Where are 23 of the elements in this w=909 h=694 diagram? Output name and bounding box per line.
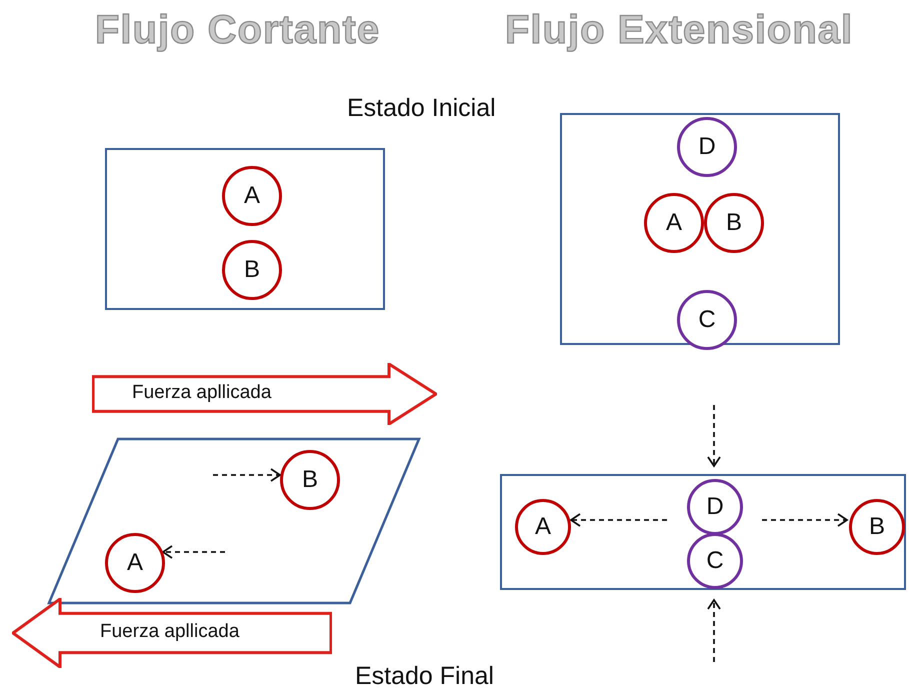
force-arrow — [92, 363, 437, 425]
particle-circle: C — [677, 290, 737, 350]
particle-circle: D — [687, 479, 743, 535]
flow-rectangle — [105, 148, 385, 310]
state-label: Estado Inicial — [347, 94, 496, 123]
particle-circle: A — [644, 193, 704, 253]
particle-circle: C — [687, 533, 743, 589]
particle-circle: B — [704, 193, 764, 253]
heading: Flujo Cortante — [95, 8, 380, 53]
force-arrow — [12, 598, 332, 668]
particle-circle: A — [105, 533, 165, 593]
particle-circle: A — [222, 166, 282, 226]
particle-circle: B — [222, 240, 282, 300]
particle-circle: B — [849, 499, 905, 555]
flow-rectangle — [500, 474, 906, 590]
particle-circle: D — [677, 117, 737, 177]
particle-circle: B — [280, 450, 340, 510]
arrow-label: Fuerza apllicada — [100, 621, 240, 643]
sheared-parallelogram — [48, 438, 420, 604]
heading: Flujo Extensional — [505, 8, 854, 53]
arrow-label: Fuerza apllicada — [132, 382, 272, 404]
particle-circle: A — [515, 499, 571, 555]
state-label: Estado Final — [355, 662, 494, 691]
